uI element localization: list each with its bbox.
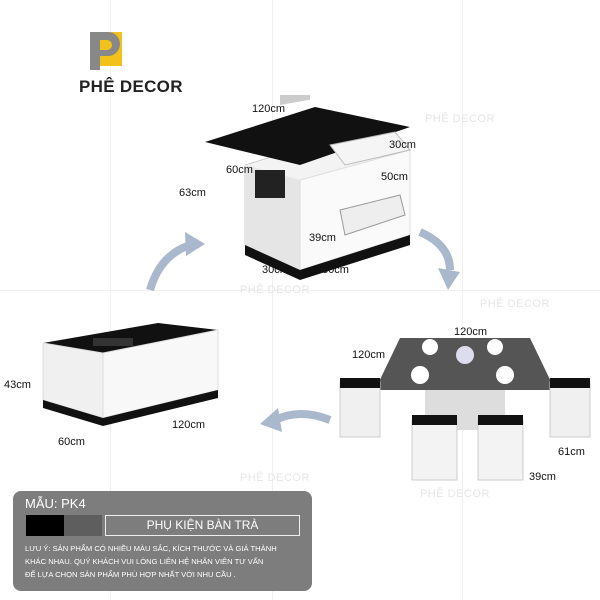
color-swatch-gray bbox=[64, 515, 102, 536]
brand-name: PHÊ DECOR bbox=[79, 77, 183, 96]
dim-open-depth: 120cm bbox=[352, 349, 386, 361]
dim-width: 120cm bbox=[252, 103, 286, 115]
dim-stool-height: 39cm bbox=[529, 471, 556, 483]
dim-base-a: 30cm bbox=[262, 264, 289, 276]
dim-closed-height: 43cm bbox=[4, 379, 31, 391]
table-closed-illustration bbox=[42, 323, 219, 426]
grid-line bbox=[0, 290, 600, 291]
dim-closed-depth: 60cm bbox=[58, 436, 85, 448]
dim-base-b: 30cm bbox=[322, 264, 349, 276]
dim-depth: 60cm bbox=[226, 164, 253, 176]
note-line: KHÁC NHAU. QUÝ KHÁCH VUI LÒNG LIÊN HỆ NH… bbox=[25, 557, 264, 566]
table-lifted-illustration bbox=[205, 95, 411, 280]
dim-height: 63cm bbox=[179, 187, 206, 199]
note-text: LƯU Ý: SẢN PHẨM CÓ NHIỀU MÀU SẮC, KÍCH T… bbox=[25, 542, 310, 581]
note-line: ĐỂ LỰA CHỌN SẢN PHẨM PHÙ HỢP NHẤT VỚI NH… bbox=[25, 570, 236, 579]
grid-line bbox=[462, 0, 463, 600]
brand-logo bbox=[90, 32, 122, 70]
dim-open-width: 120cm bbox=[454, 326, 488, 338]
dim-lift-depth: 30cm bbox=[389, 139, 416, 151]
color-swatch-black bbox=[26, 515, 64, 536]
table-open-illustration bbox=[339, 338, 591, 481]
dim-drawer-height: 39cm bbox=[309, 232, 336, 244]
dim-closed-width: 120cm bbox=[172, 419, 206, 431]
watermark: PHÊ DECOR bbox=[480, 298, 550, 310]
note-line: LƯU Ý: SẢN PHẨM CÓ NHIỀU MÀU SẮC, KÍCH T… bbox=[25, 544, 277, 553]
accessory-label: PHỤ KIỆN BÀN TRÀ bbox=[105, 515, 300, 536]
model-code: MẪU: PK4 bbox=[25, 496, 86, 511]
dim-lift-width: 50cm bbox=[381, 171, 408, 183]
watermark: PHÊ DECOR bbox=[240, 472, 310, 484]
dim-stool-width: 61cm bbox=[558, 446, 585, 458]
grid-line bbox=[272, 0, 273, 600]
watermark: PHÊ DECOR bbox=[240, 284, 310, 296]
grid-line bbox=[110, 0, 111, 600]
watermark: PHÊ DECOR bbox=[425, 113, 495, 125]
watermark: PHÊ DECOR bbox=[420, 488, 490, 500]
product-info-panel: MẪU: PK4 PHỤ KIỆN BÀN TRÀ LƯU Ý: SẢN PHẨ… bbox=[13, 491, 312, 591]
